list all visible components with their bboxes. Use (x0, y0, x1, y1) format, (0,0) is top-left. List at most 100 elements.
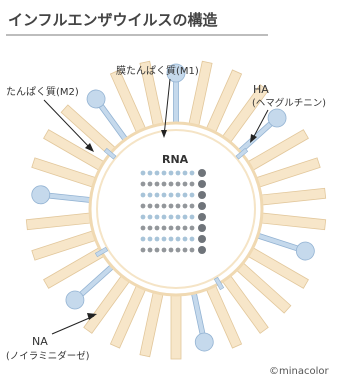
rna-bead (161, 203, 167, 209)
na-spike (166, 63, 186, 128)
rna-bead (189, 214, 195, 220)
rna-bead (154, 236, 160, 242)
rna-end-dot (198, 191, 206, 199)
ha-stalk (139, 287, 165, 358)
rna-bead (161, 181, 167, 187)
m2-arrowhead (85, 143, 94, 152)
na-label: NA (32, 335, 48, 348)
ha-spike (256, 212, 327, 231)
ha-label: HA (253, 83, 269, 96)
rna-bead (189, 236, 195, 242)
rna-bead (189, 170, 195, 176)
rna-bead (161, 170, 167, 176)
rna-bead (175, 225, 181, 231)
m2-channel (94, 246, 109, 258)
rna-bead (182, 247, 188, 253)
m1-label: 膜たんぱく質(M1) (116, 64, 199, 77)
viral-envelope (88, 121, 264, 297)
m2-channel-body (213, 276, 225, 291)
ha-spike (25, 212, 96, 231)
rna-bead (147, 236, 153, 242)
na-stalk (190, 288, 206, 338)
rna-bead (161, 247, 167, 253)
rna-bead (147, 192, 153, 198)
rna-bead (168, 236, 174, 242)
rna-end-dot (198, 169, 206, 177)
m2-leader-line (43, 99, 93, 151)
rna-bead (189, 192, 195, 198)
rna-bead (147, 247, 153, 253)
rna-bead (147, 203, 153, 209)
na-head (166, 63, 186, 83)
rna-bead (182, 181, 188, 187)
rna-bead (140, 170, 146, 176)
na-head (295, 241, 315, 261)
rna-end-dot (198, 213, 206, 221)
rna-bead (147, 170, 153, 176)
ha-spike (170, 290, 182, 360)
rna-end-dot (198, 246, 206, 254)
rna-bead (189, 203, 195, 209)
rna-bead (140, 247, 146, 253)
rna-end-dot (198, 224, 206, 232)
rna-end-dot (198, 235, 206, 243)
m2-channel (103, 147, 117, 160)
matrix-layer (96, 129, 256, 289)
rna-bead (168, 203, 174, 209)
rna-bead (175, 192, 181, 198)
rna-bead (175, 236, 181, 242)
na-label-sub: (ノイラミニダーゼ) (6, 350, 89, 362)
rna-bead (168, 181, 174, 187)
na-leader-line (51, 315, 95, 335)
rna-bead (175, 203, 181, 209)
na-stalk (46, 192, 96, 204)
ha-leader-line (251, 109, 269, 141)
m1-arrowhead (161, 130, 167, 138)
rna-bead (189, 225, 195, 231)
rna-bead (161, 225, 167, 231)
rna-segments (140, 169, 206, 254)
m1-leader-line (163, 78, 171, 137)
na-spike (190, 288, 214, 352)
rna-bead (154, 247, 160, 253)
na-stalk (173, 78, 179, 128)
rna-bead (154, 170, 160, 176)
rna-bead (140, 203, 146, 209)
ha-label-sub: (ヘマグルチニン) (252, 97, 326, 109)
ha-stalk (256, 212, 327, 231)
m2-proteins (94, 147, 249, 291)
na-head (267, 108, 287, 128)
rna-bead (175, 170, 181, 176)
ha-spike (256, 187, 327, 206)
rna-bead (182, 214, 188, 220)
ha-spike (139, 287, 165, 358)
rna-bead (168, 247, 174, 253)
spike-proteins (25, 60, 327, 360)
na-head (65, 290, 85, 310)
rna-bead (140, 225, 146, 231)
m2-channel-body (94, 246, 109, 258)
rna-bead (168, 214, 174, 220)
ha-arrowhead (250, 134, 257, 143)
m2-channel (213, 276, 225, 291)
rna-bead (182, 170, 188, 176)
m2-channel (235, 147, 249, 160)
rna-bead (182, 225, 188, 231)
na-spike (31, 185, 96, 205)
na-arrowhead (87, 313, 97, 320)
rna-label: RNA (162, 153, 189, 166)
rna-bead (154, 214, 160, 220)
rna-bead (168, 192, 174, 198)
rna-bead (189, 181, 195, 187)
rna-bead (175, 214, 181, 220)
ha-stalk (170, 290, 182, 360)
rna-bead (189, 247, 195, 253)
rna-end-dot (198, 202, 206, 210)
rna-bead (168, 170, 174, 176)
na-head (194, 332, 214, 352)
rna-bead (147, 214, 153, 220)
rna-bead (161, 192, 167, 198)
rna-bead (182, 236, 188, 242)
rna-bead (161, 214, 167, 220)
